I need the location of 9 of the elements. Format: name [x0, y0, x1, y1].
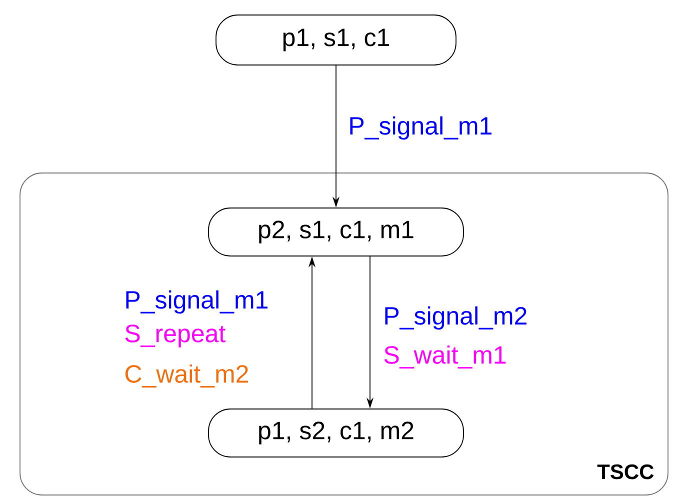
state-box: p1, s1, c1 — [216, 14, 456, 66]
edge-label: P_signal_m1 — [347, 115, 494, 141]
event-label: C_wait_m2 — [125, 364, 248, 388]
event-label: S_wait_m1 — [384, 345, 506, 369]
state-box: p2, s1, c1, m1 — [208, 208, 464, 256]
edge-label: P_signal_m1 — [123, 289, 270, 315]
edge-label: P_signal_m2 — [382, 305, 529, 331]
event-label: S_repeat — [125, 324, 226, 348]
state-box: p1, s2, c1, m2 — [208, 408, 464, 458]
